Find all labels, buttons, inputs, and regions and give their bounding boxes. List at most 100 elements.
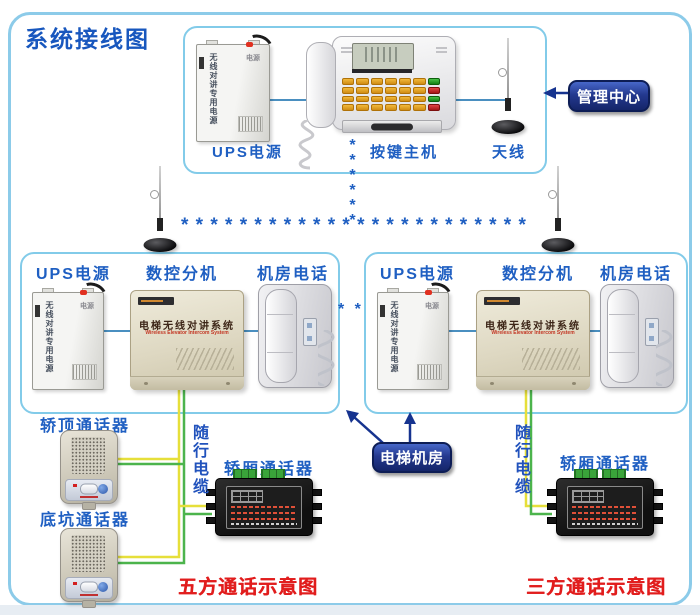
label-extension-right: 数控分机	[502, 266, 575, 283]
caption-five-party: 五方通话示意图	[178, 577, 319, 598]
ups-vertical-text: 无线对讲专用电源	[45, 301, 54, 373]
extension-body	[476, 290, 590, 390]
ups-vent-slot	[35, 305, 40, 317]
room-phone-cord-left	[318, 330, 335, 386]
speaker-call-button	[80, 483, 98, 495]
extension-body	[130, 290, 244, 390]
cable-yellow-left	[118, 390, 181, 559]
arrow-line-machine-room-diag	[353, 416, 384, 444]
room-phone-buttons	[303, 318, 317, 346]
keypad-host-phone	[306, 36, 456, 138]
phone-brand-logo	[371, 123, 413, 130]
extension-unit-right: 电梯无线对讲系统 Wireless Elevator Intercom Syst…	[476, 290, 590, 390]
ups-power-led	[80, 290, 87, 295]
extension-front-panel	[130, 376, 244, 390]
phone-lcd-display	[352, 43, 414, 70]
phone-key-red	[427, 86, 440, 94]
ups-badge-text: 电源	[425, 303, 439, 310]
arrowhead-machine-room-diag	[346, 410, 359, 423]
speaker-grille	[71, 437, 105, 474]
arrowhead-machine-room-up	[404, 412, 416, 424]
label-ups-top: UPS电源	[212, 144, 283, 161]
car-speaker-device-right	[547, 469, 663, 536]
antenna-collar	[555, 218, 561, 231]
device-text-line	[231, 518, 297, 520]
handset-seam	[267, 352, 293, 353]
arrowhead-management	[543, 87, 556, 99]
ups-power-left: 无线对讲专用电源 电源	[32, 278, 111, 390]
room-phone-right	[600, 284, 674, 388]
phone-handset	[306, 42, 336, 128]
antenna-rod	[507, 38, 509, 108]
phone-keypad	[342, 78, 440, 111]
speaker-slit	[341, 51, 352, 53]
ups-power-right: 无线对讲专用电源 电源	[377, 278, 456, 390]
top-group-frame	[183, 26, 547, 174]
ups-power-led	[425, 290, 432, 295]
speaker-led	[73, 484, 77, 487]
ups-body: 无线对讲专用电源 电源	[377, 278, 456, 390]
phone-key	[384, 78, 398, 85]
phone-key-green	[427, 95, 440, 103]
speaker-panel	[65, 479, 113, 501]
antenna-coil	[150, 190, 159, 199]
ups-barcode-label	[417, 364, 442, 380]
phone-key	[399, 78, 412, 85]
speaker-slit	[436, 47, 447, 49]
speaker-slit	[341, 47, 352, 49]
label-ups-right: UPS电源	[380, 266, 455, 283]
label-ups-left: UPS电源	[36, 266, 111, 283]
cable-green-left	[118, 390, 186, 565]
antenna-coil	[548, 190, 557, 199]
extension-unit-left: 电梯无线对讲系统 Wireless Elevator Intercom Syst…	[130, 290, 244, 390]
antenna-base	[541, 238, 575, 252]
caption-three-party: 三方通话示意图	[526, 577, 667, 598]
speaker-red-text	[80, 594, 98, 596]
device-text-line	[231, 512, 297, 514]
room-phone-handset	[607, 289, 639, 383]
handset-seam	[609, 352, 635, 353]
car-top-speaker	[60, 430, 118, 510]
device-text-line	[572, 518, 638, 520]
antenna-collar	[505, 98, 511, 111]
management-center-tag: 管理中心	[568, 80, 650, 112]
extension-title: 电梯无线对讲系统	[139, 321, 235, 332]
phone-key	[356, 78, 369, 85]
device-text-line	[572, 512, 638, 514]
antenna-left	[142, 166, 178, 252]
phone-key	[356, 104, 369, 111]
traveling-cable-label-left: 随行电缆	[190, 424, 207, 496]
ups-vent-slot	[380, 305, 385, 317]
extension-brand-badge	[138, 297, 174, 305]
speaker-emblem	[98, 484, 108, 494]
extension-front-panel	[476, 376, 590, 390]
rf-link-vertical: ******	[344, 137, 361, 227]
antenna-collar	[157, 218, 163, 231]
handset-seam	[609, 314, 635, 315]
antenna-rod	[557, 166, 559, 228]
label-pit-speaker: 底坑通话器	[40, 512, 131, 529]
pit-speaker	[60, 528, 118, 608]
label-antenna: 天线	[492, 144, 527, 161]
device-text-line	[572, 506, 638, 508]
room-phone-buttons	[645, 318, 659, 346]
label-room-phone-right: 机房电话	[600, 266, 673, 283]
device-label-panel	[567, 486, 643, 529]
label-car-speaker-right: 轿厢通话器	[560, 456, 651, 473]
ups-vent-slot	[199, 57, 204, 69]
antenna-rod	[159, 166, 161, 228]
phone-key	[413, 78, 426, 85]
phone-key	[370, 86, 383, 94]
device-spec-table	[572, 490, 604, 503]
phone-key	[370, 78, 383, 85]
phone-key	[413, 95, 426, 103]
ups-badge-text: 电源	[246, 55, 260, 62]
bottom-strip	[0, 605, 700, 615]
phone-key	[384, 104, 398, 111]
ups-body: 无线对讲专用电源 电源	[196, 30, 277, 142]
phone-key	[399, 86, 412, 94]
handset-coiled-cord	[298, 120, 315, 170]
speaker-tab	[82, 502, 96, 510]
extension-subtitle: Wireless Elevator Intercom System	[145, 330, 229, 336]
page-title: 系统接线图	[25, 26, 150, 52]
